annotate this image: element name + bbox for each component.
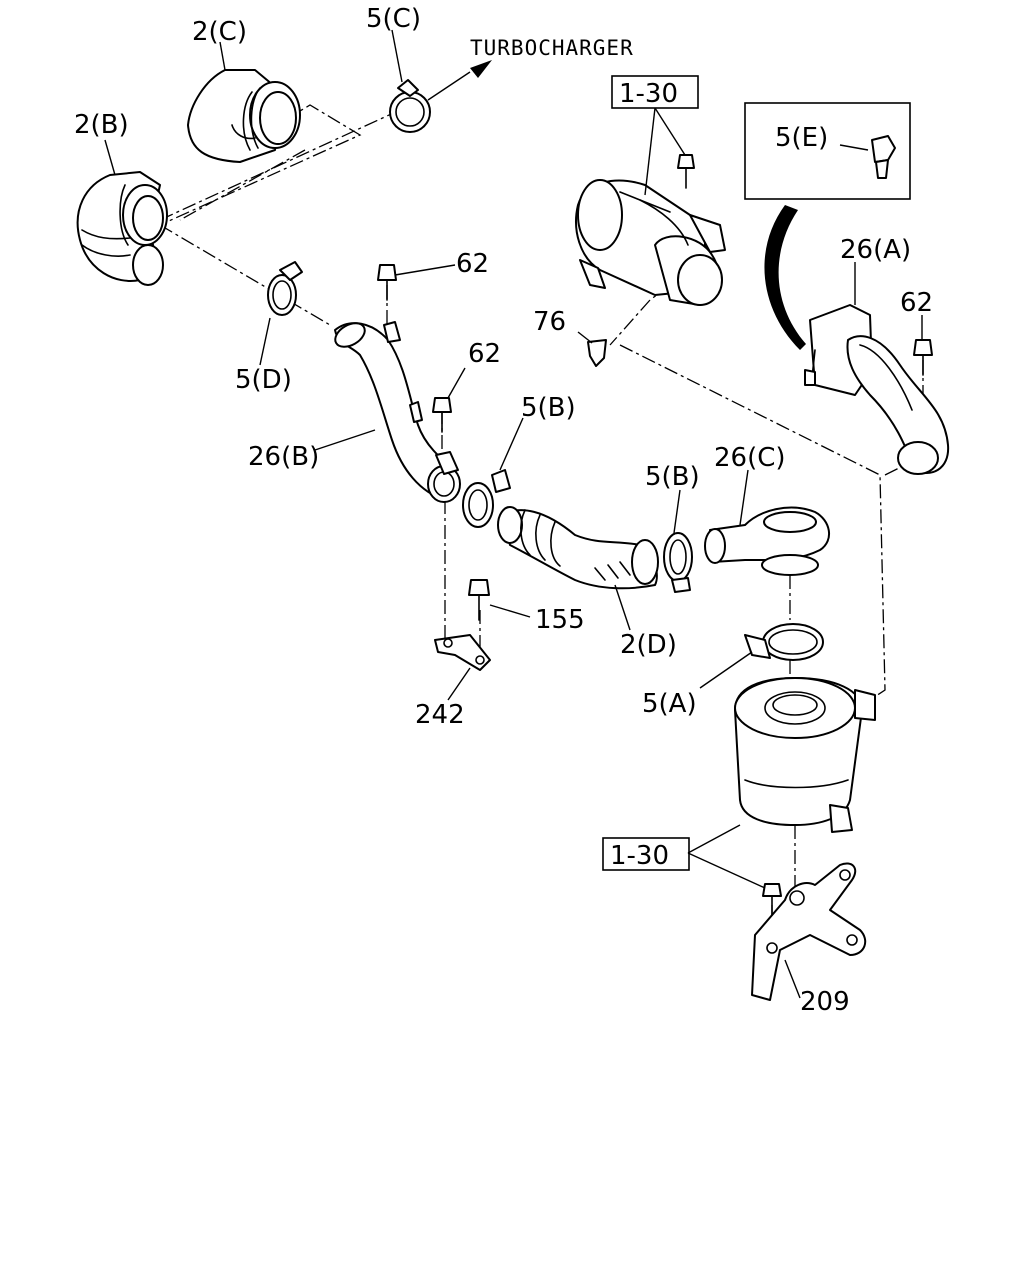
label-clamp-5d: 5(D) <box>235 365 292 395</box>
hose-2c-part <box>187 69 301 163</box>
label-pipe-26b: 26(B) <box>248 442 319 472</box>
clamp-5b-left-part <box>462 469 511 528</box>
label-duct-26a: 26(A) <box>840 235 911 265</box>
clamp-5b-right-part <box>663 532 693 593</box>
bolt-155-part <box>468 579 490 621</box>
label-bolt-62-b: 62 <box>468 339 501 369</box>
label-bracket-242: 242 <box>415 700 465 730</box>
elbow-26c-part <box>704 506 830 576</box>
hose-2d-part <box>497 506 659 590</box>
clamp-5a-part <box>744 623 824 661</box>
bracket-209-part <box>751 862 867 1001</box>
label-bolt-62-right: 62 <box>900 288 933 318</box>
label-bolt-155: 155 <box>535 605 585 635</box>
label-elbow-26c: 26(C) <box>714 443 786 473</box>
air-cleaner-top-part <box>575 179 726 306</box>
bracket-209-bolt <box>762 883 782 916</box>
label-clamp-5b-left: 5(B) <box>521 393 576 423</box>
label-clip-5e: 5(E) <box>775 123 828 153</box>
reference-boxes <box>602 75 699 871</box>
turbocharger-label: TURBOCHARGER <box>470 36 634 60</box>
callout-labels: TURBOCHARGER 2(C) 5(C) 2(B) 1-30 5(E) 62… <box>74 4 933 1017</box>
label-hose-2d: 2(D) <box>620 630 677 660</box>
turbocharger-arrow <box>427 60 492 101</box>
bolt-62-right-part <box>913 339 933 376</box>
clamp-5c-part <box>389 79 431 133</box>
label-ref-1-30-bottom: 1-30 <box>610 841 669 871</box>
label-clamp-5b-right: 5(B) <box>645 462 700 492</box>
label-grommet-76: 76 <box>533 307 566 337</box>
pipe-26b-part <box>334 321 461 503</box>
duct-26a-part <box>804 304 950 475</box>
label-hose-2b: 2(B) <box>74 110 129 140</box>
air-cleaner-lower-part <box>734 677 876 833</box>
label-bolt-62-a: 62 <box>456 249 489 279</box>
label-ref-1-30-top: 1-30 <box>619 79 678 109</box>
label-clamp-5c: 5(C) <box>366 4 421 34</box>
clip-5e-inset <box>744 102 911 350</box>
air-cleaner-top-bolt <box>677 154 695 189</box>
bolt-62-upper-part <box>377 264 397 301</box>
label-clamp-5a: 5(A) <box>642 689 697 719</box>
leader-lines <box>104 29 923 999</box>
clamp-5d-part <box>267 261 303 316</box>
label-hose-2c: 2(C) <box>192 17 247 47</box>
label-bracket-209: 209 <box>800 987 850 1017</box>
bolt-62-lower-part <box>432 397 452 433</box>
grommet-76-part <box>587 339 607 367</box>
hose-2b-part <box>76 171 168 286</box>
bracket-242-part <box>434 634 491 671</box>
